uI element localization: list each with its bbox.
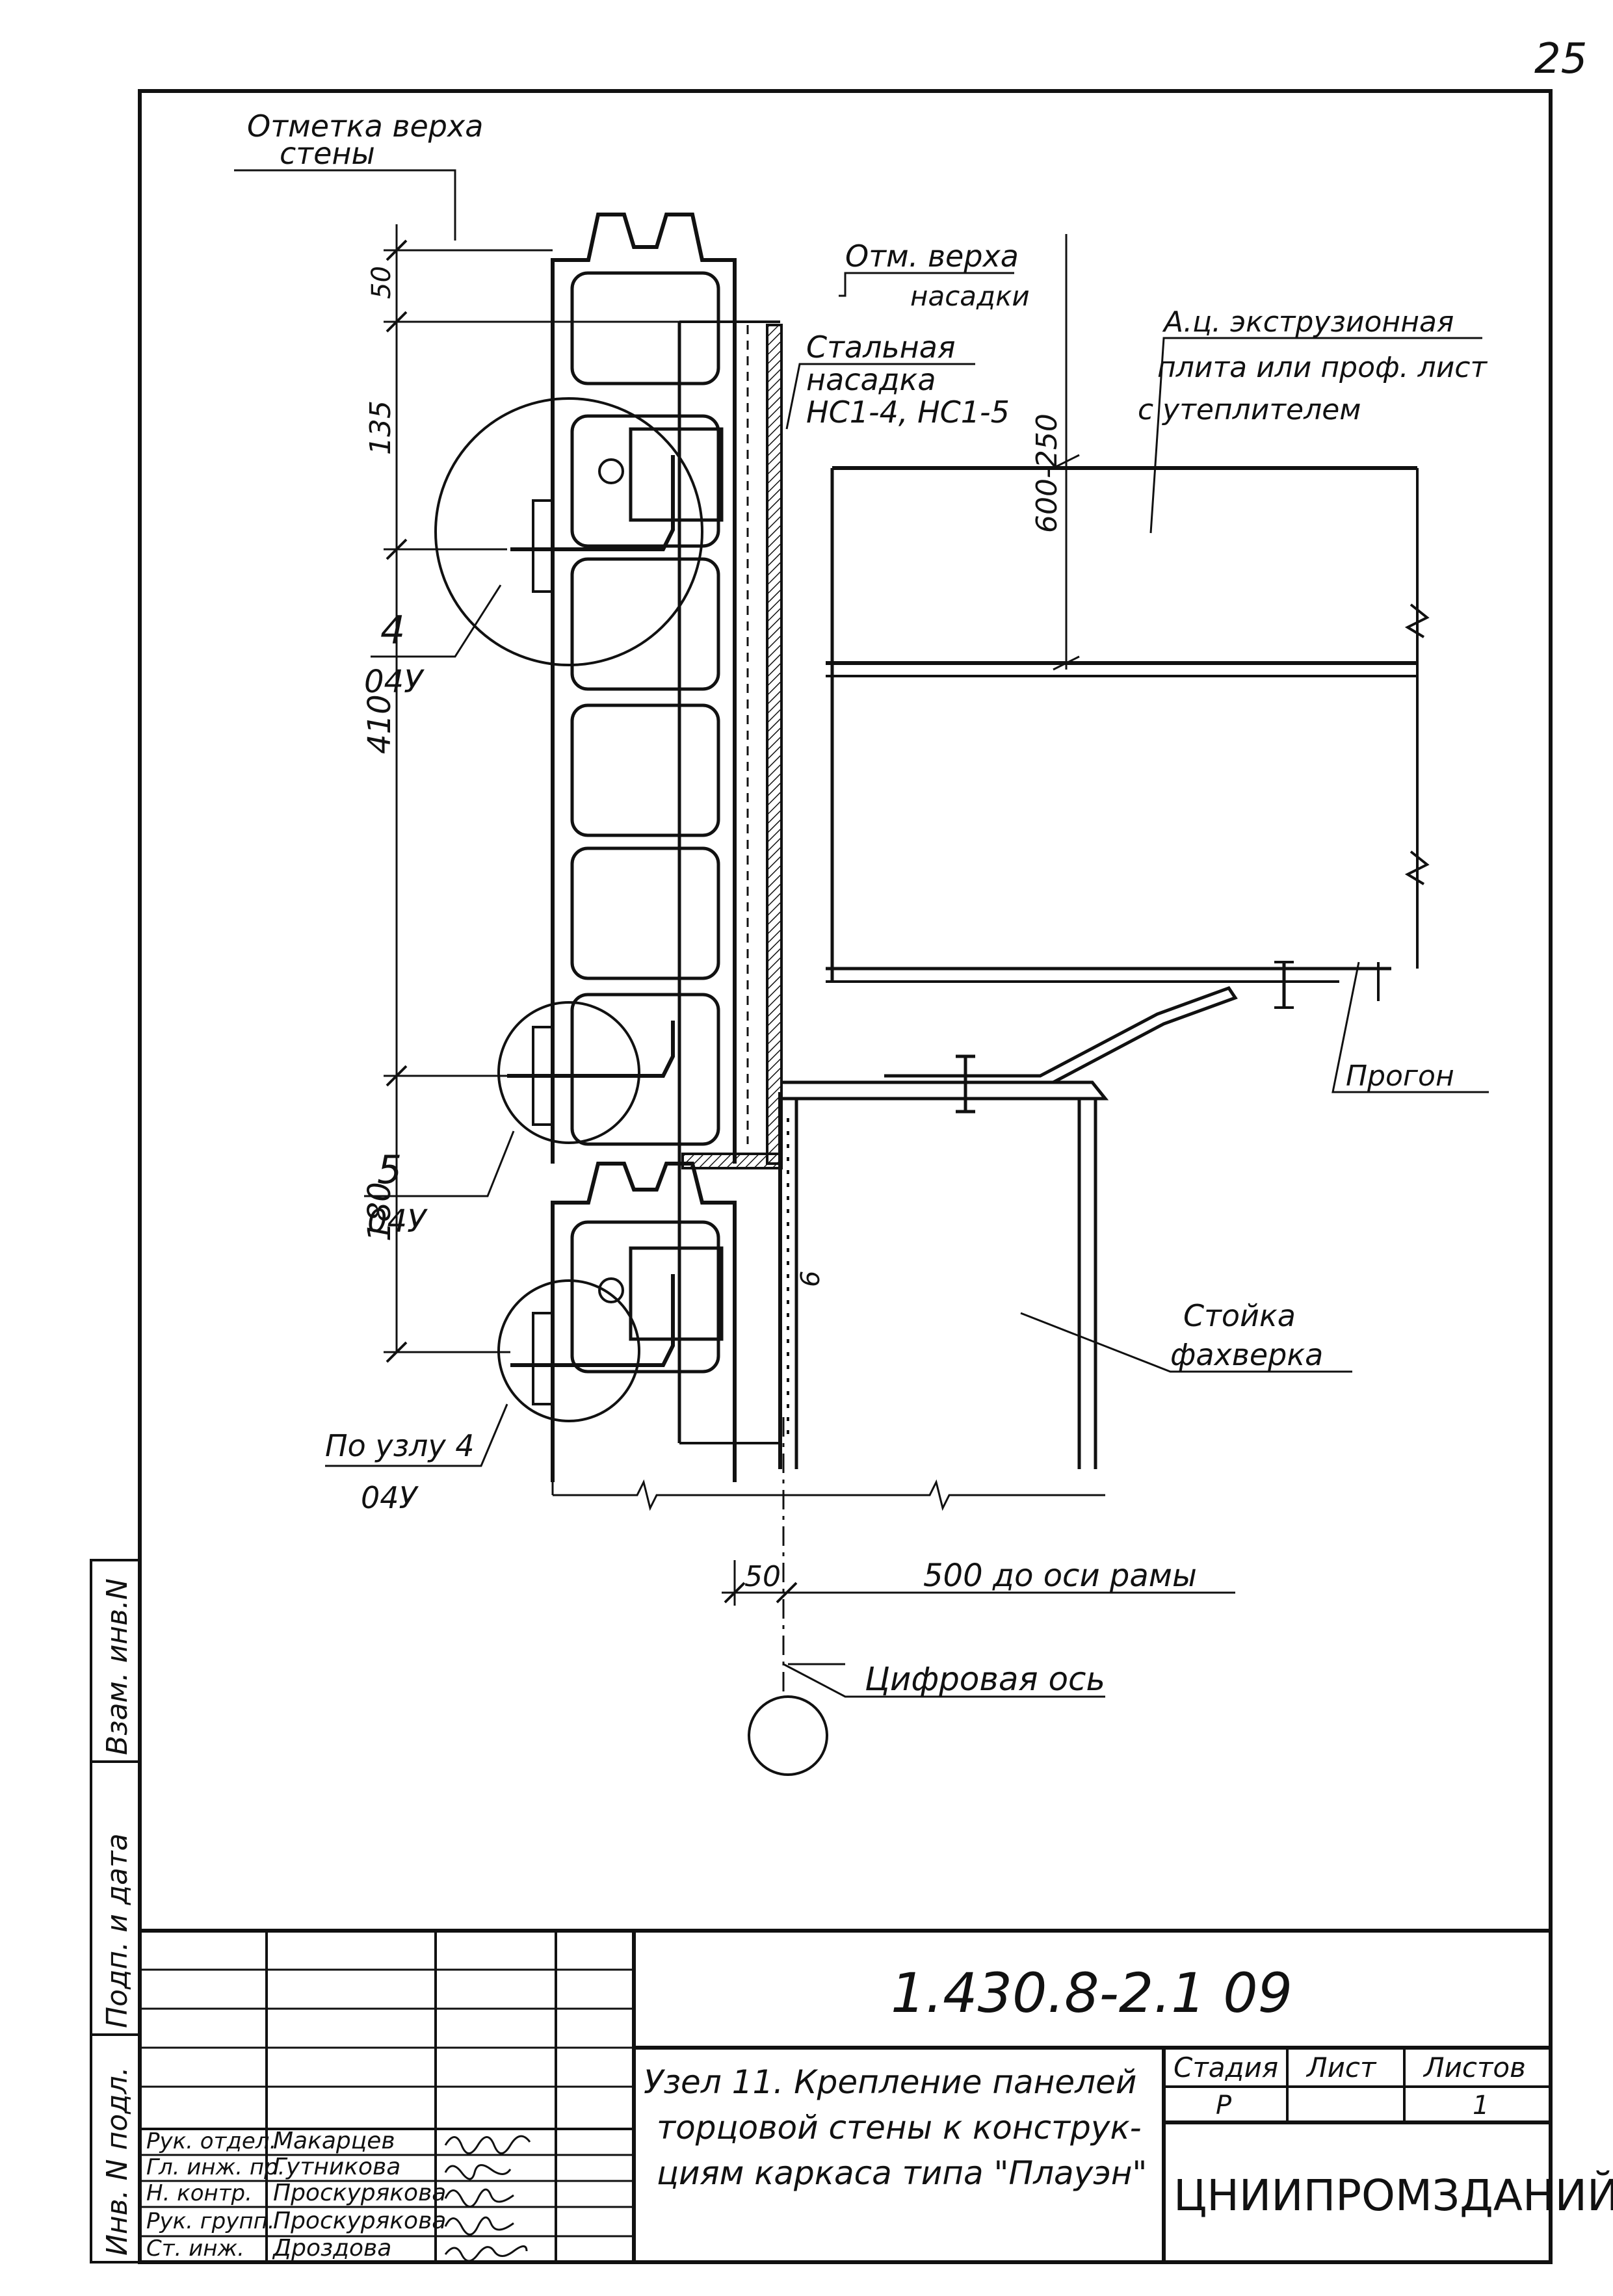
staff-name-2: Проскурякова: [273, 2180, 446, 2206]
staff-role-1: Гл. инж. пр.: [146, 2154, 285, 2180]
stage-header: Стадия: [1174, 2052, 1278, 2083]
label-steel-cap-2: насадка: [806, 362, 936, 397]
label-purlin: Прогон: [1346, 1060, 1454, 1093]
bracket-lower: [497, 1246, 724, 1422]
stamp-replace-label: Взам. инв.N: [101, 1578, 134, 1755]
wall-panel-upper: [551, 213, 737, 1164]
stamp-inv-label: Инв. N подл.: [101, 2067, 134, 2256]
staff-role-4: Ст. инж.: [146, 2236, 244, 2262]
label-node5-ref: 04У: [367, 1203, 428, 1240]
purlin-section: [826, 466, 1430, 1009]
label-node-ref-2: 04У: [361, 1480, 419, 1515]
drawing-title-2: торцовой стены к конструк-: [657, 2109, 1142, 2146]
staff-role-0: Рук. отдел.: [146, 2128, 276, 2154]
sheets-header: Листов: [1423, 2052, 1526, 2083]
label-axis: Цифровая ось: [865, 1660, 1105, 1698]
staff-role-3: Рук. групп.: [146, 2208, 275, 2234]
bracket-middle: [497, 1001, 675, 1144]
stamp-sign-label: Подп. и дата: [101, 1833, 134, 2028]
leader-lines: [234, 169, 1489, 1698]
wall-panel-lower: [551, 1162, 737, 1482]
bracket-upper: [434, 397, 724, 666]
grid-axis: [748, 1417, 845, 1776]
label-cap-top-1: Отм. верха: [845, 239, 1019, 274]
label-axis-dim: 500 до оси рамы: [923, 1558, 1197, 1594]
staff-name-1: Гутникова: [273, 2154, 400, 2180]
label-panel-3: с утеплителем: [1138, 393, 1361, 426]
support-table: [780, 985, 1238, 1114]
dim-180: 180: [361, 1182, 398, 1242]
page-number: 25: [1534, 35, 1587, 83]
label-node-ref-1: По узлу 4: [325, 1428, 475, 1463]
staff-name-3: Проскурякова: [273, 2208, 446, 2234]
staff-name-4: Дроздова: [272, 2235, 391, 2262]
dim-410: 410: [361, 694, 398, 754]
doc-code: 1.430.8-2.1 09: [891, 1961, 1292, 2025]
label-panel-1: А.ц. экструзионная: [1162, 306, 1454, 339]
label-steel-cap-3: НС1-4, НС1-5: [806, 395, 1010, 430]
label-node4-ref: 04У: [364, 664, 425, 700]
label-cap-top-2: насадки: [910, 280, 1030, 312]
sheet-header: Лист: [1305, 2052, 1377, 2083]
side-stamp: Инв. N подл. Подп. и дата Взам. инв.N: [90, 1559, 141, 2263]
label-wall-top-2: стены: [280, 136, 375, 171]
dim-50-top: 50: [367, 266, 397, 299]
label-wall-top-1: Отметка верха: [247, 109, 483, 144]
dimension-lines: [384, 224, 1235, 1606]
label-post-2: фахверка: [1170, 1337, 1323, 1372]
label-steel-cap-1: Стальная: [806, 330, 956, 365]
drawing-title-1: Узел 11. Крепление панелей: [644, 2063, 1136, 2101]
title-block: [138, 1929, 1553, 2264]
staff-name-0: Макарцев: [273, 2128, 395, 2154]
post-fachwerk: [778, 1092, 1097, 1469]
organization: ЦНИИПРОМЗДАНИЙ: [1174, 2170, 1613, 2221]
steel-cap: [677, 320, 783, 1444]
stage-value: Р: [1216, 2091, 1232, 2120]
signatures: [444, 2135, 531, 2262]
dim-weld-6: 6: [796, 1271, 826, 1287]
dim-600-250: 600-250: [1030, 413, 1064, 533]
sheets-value: 1: [1473, 2091, 1489, 2120]
label-node4-num: 4: [380, 608, 405, 653]
dim-50-bottom: 50: [744, 1560, 781, 1593]
label-panel-2: плита или проф. лист: [1157, 351, 1488, 384]
label-node5-num: 5: [377, 1147, 402, 1193]
label-post-1: Стойка: [1183, 1298, 1296, 1333]
staff-role-2: Н. контр.: [146, 2180, 252, 2206]
drawing-title-3: циям каркаса типа "Плауэн": [657, 2154, 1147, 2192]
dim-135: 135: [364, 400, 397, 455]
